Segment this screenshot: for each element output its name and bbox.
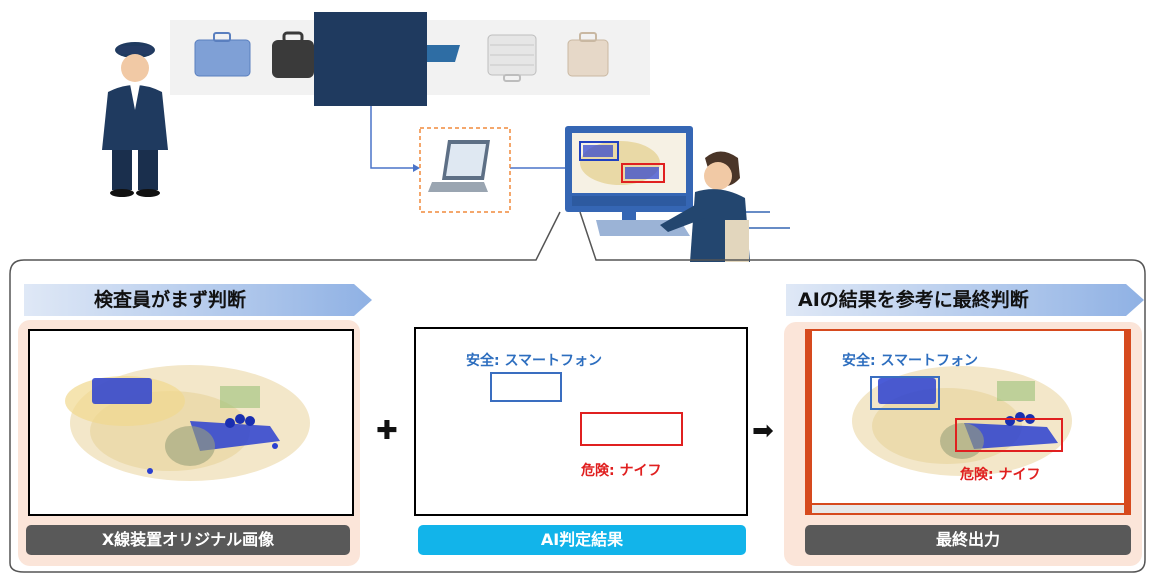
final-danger-box (955, 418, 1063, 452)
laptop-icon (428, 140, 490, 192)
blue-suitcase-icon (194, 32, 251, 77)
final-output-label: 最終出力 (805, 525, 1131, 555)
banner-final-judgement: AIの結果を参考に最終判断 (786, 284, 1144, 316)
operator-monitor-icon (565, 126, 693, 222)
original-xray-frame (28, 329, 354, 516)
banner-final-judgement-text: AIの結果を参考に最終判断 (798, 289, 1029, 311)
ai-danger-label: 危険: ナイフ (581, 463, 662, 479)
operator-person-icon (660, 151, 750, 262)
beige-suitcase-icon (567, 32, 609, 77)
final-safe-box (870, 376, 940, 410)
final-output-image-area (812, 331, 1124, 503)
silver-suitcase-icon (487, 34, 537, 82)
security-guard-icon (102, 42, 168, 197)
connector-line (370, 106, 413, 169)
ai-safe-box (490, 372, 562, 402)
ai-safe-label: 安全: スマートフォン (466, 353, 603, 369)
xray-machine (314, 12, 427, 106)
plus-icon: ✚ (376, 416, 398, 446)
final-safe-label: 安全: スマートフォン (842, 353, 979, 369)
original-image-label: X線装置オリジナル画像 (26, 525, 350, 555)
ai-laptop-frame (419, 127, 511, 213)
final-danger-label: 危険: ナイフ (960, 467, 1041, 483)
xray-scan-image (65, 365, 310, 481)
black-bag-icon (272, 31, 314, 78)
final-output-screen (805, 329, 1131, 515)
final-output-toolbar (812, 505, 1124, 513)
banner-inspector-first: 検査員がまず判断 (24, 284, 372, 316)
callout-outline (9, 211, 1146, 573)
arrow-right-icon: ➡ (752, 416, 774, 446)
ai-danger-box (580, 412, 683, 446)
final-xray-scan-image (852, 366, 1072, 476)
ai-result-label: AI判定結果 (418, 525, 746, 555)
banner-inspector-first-text: 検査員がまず判断 (94, 289, 247, 311)
conveyor-belt-exit (427, 45, 460, 62)
